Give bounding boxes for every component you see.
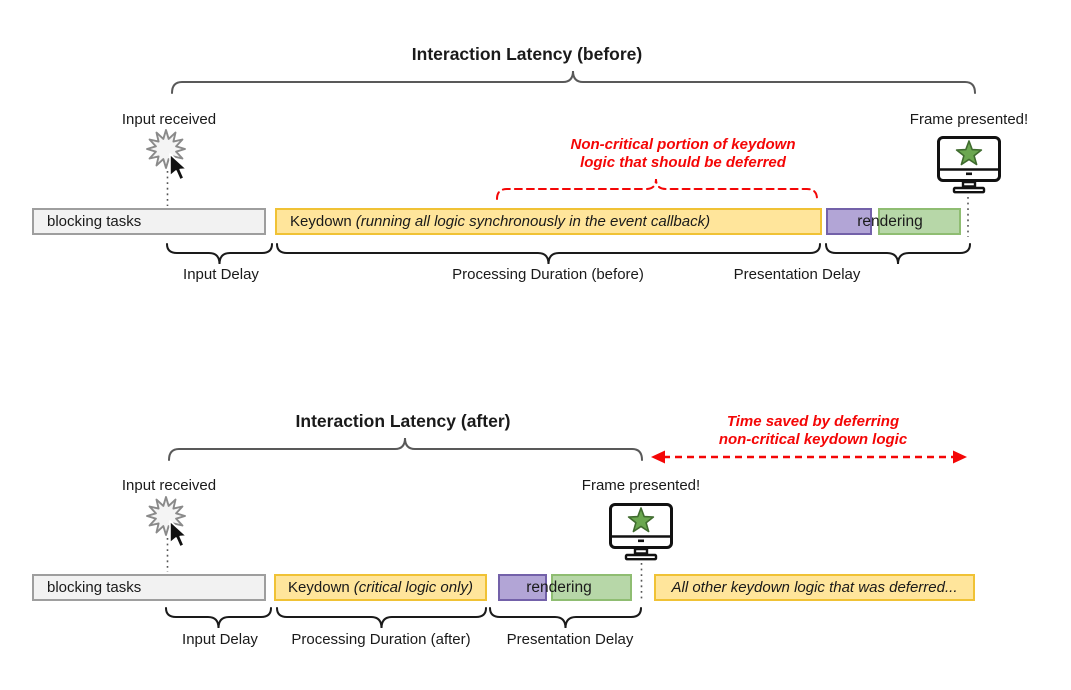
before-frame-presented-label: Frame presented! [909,111,1029,128]
before-rendering-bar [878,208,961,235]
after-title: Interaction Latency (after) [295,411,511,431]
before-processing-brace [276,243,821,265]
before-monitor-icon [937,136,1001,194]
after-input-received-label: Input received [121,477,217,494]
before-title: Interaction Latency (before) [411,44,643,64]
before-keydown-bar: Keydown(running all logic synchronously … [275,208,822,235]
after-presentation-brace [489,607,642,629]
before-presentation-label: Presentation Delay [733,266,861,283]
time-saved-annotation: Time saved by deferring non-critical key… [718,413,908,448]
after-latency-brace [168,437,643,461]
before-input-delay-brace [166,243,273,265]
before-paint-bar [826,208,872,235]
after-presentation-label: Presentation Delay [506,631,634,648]
after-input-delay-label: Input Delay [182,631,258,648]
after-rendering-label: rendering [526,579,592,596]
before-input-delay-label: Input Delay [183,266,259,283]
after-deferred-bar: All other keydown logic that was deferre… [654,574,975,601]
before-latency-brace [171,70,976,94]
before-input-received-label: Input received [121,111,217,128]
after-paint-bar [498,574,547,601]
after-frame-presented-label: Frame presented! [581,477,701,494]
after-processing-label: Processing Duration (after) [291,631,471,648]
time-saved-dashed-arrow [651,450,967,464]
before-processing-label: Processing Duration (before) [452,266,644,283]
after-blocking-tasks-bar: blocking tasks [32,574,266,601]
after-keydown-bar: Keydown(critical logic only) [274,574,487,601]
after-monitor-icon [609,503,673,561]
before-blocking-tasks-bar: blocking tasks [32,208,266,235]
before-noncritical-annotation: Non-critical portion of keydown logic th… [570,136,796,171]
before-presentation-brace [825,243,971,265]
after-rendering-bar [551,574,632,601]
after-processing-brace [276,607,487,629]
before-rendering-label: rendering [857,213,923,230]
after-input-delay-brace [165,607,272,629]
before-noncritical-dashed-brace [496,178,818,200]
